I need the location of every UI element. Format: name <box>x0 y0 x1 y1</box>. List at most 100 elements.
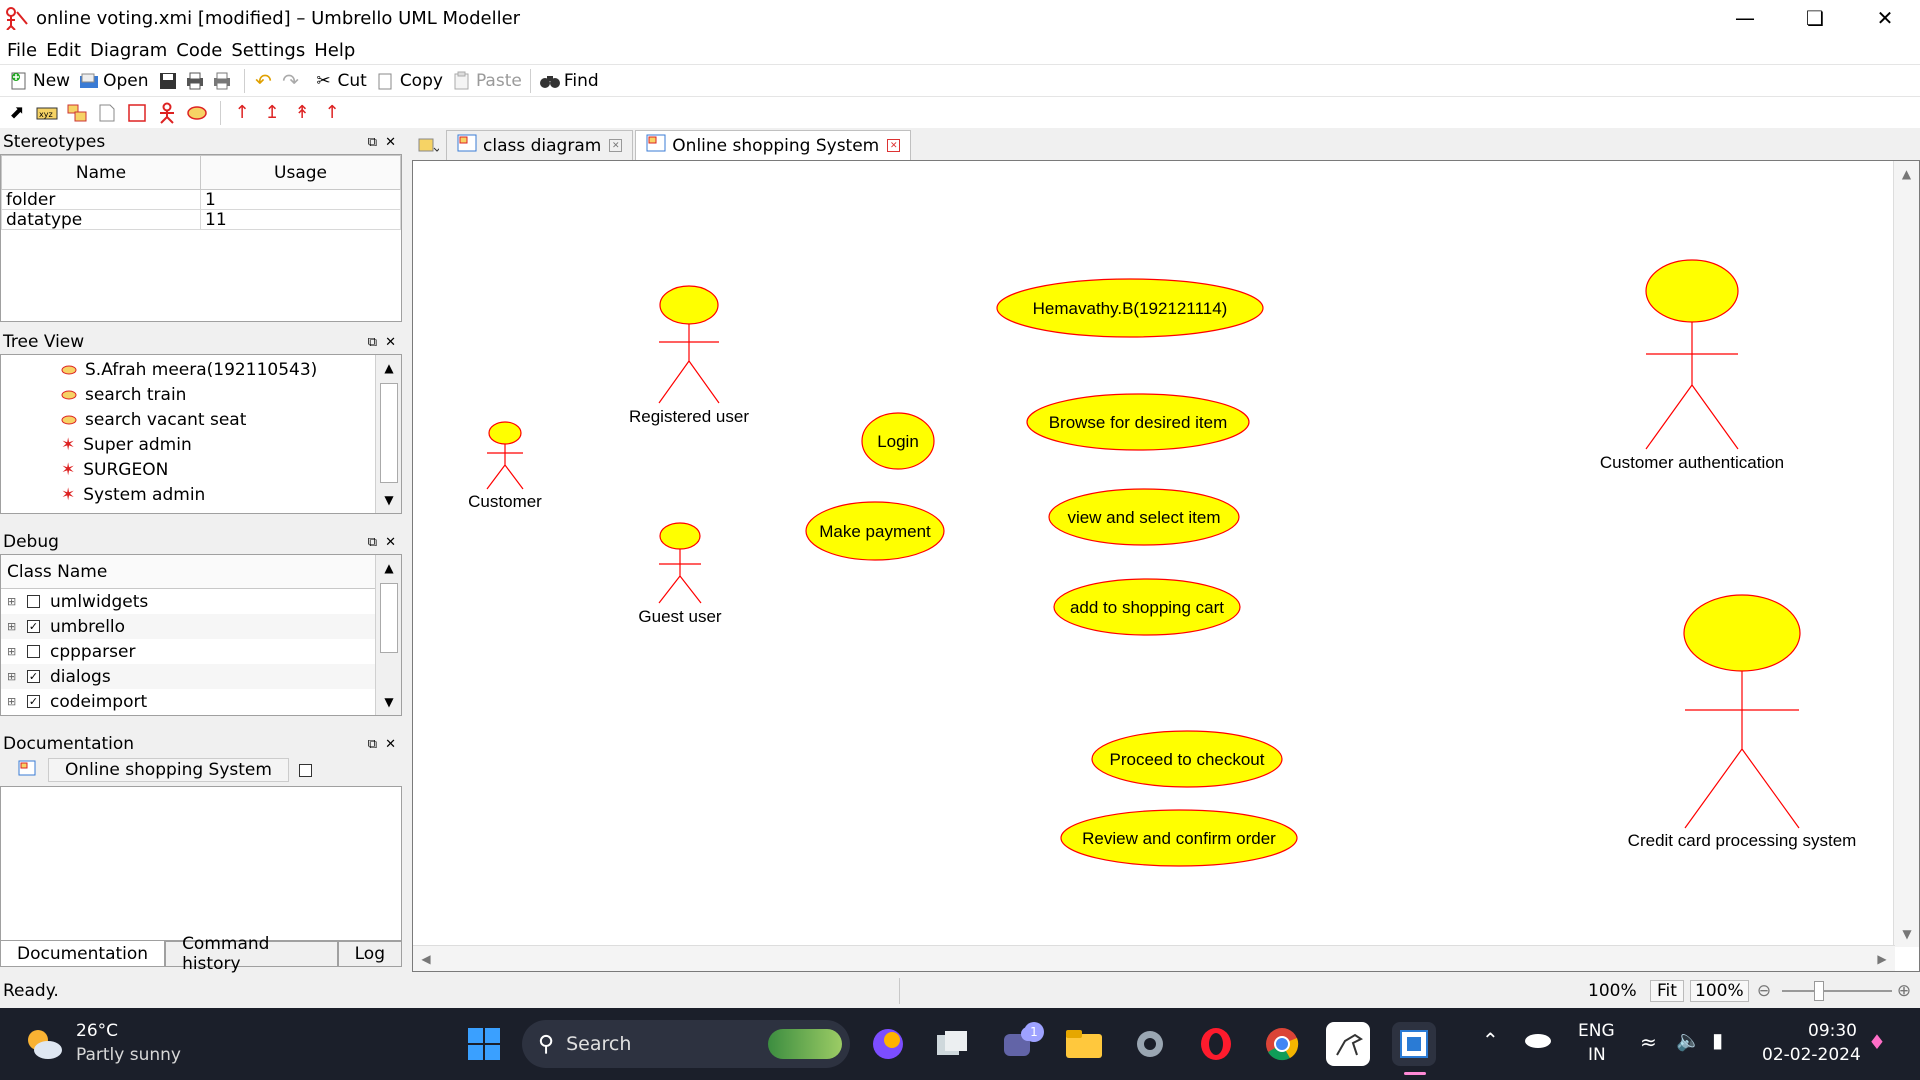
clock-time[interactable]: 09:30 <box>1808 1021 1857 1041</box>
tree-item[interactable]: search train <box>61 382 401 407</box>
debug-scrollbar[interactable]: ▲ ▼ <box>375 555 401 715</box>
actor-guest-user[interactable]: Guest user <box>638 522 722 626</box>
usecase-login[interactable]: Login <box>861 412 935 470</box>
undo-button[interactable]: ↶ <box>253 69 278 93</box>
restore-button[interactable]: ❏ <box>1806 6 1824 30</box>
close-icon[interactable]: ✕ <box>385 534 396 550</box>
onedrive-cloud-icon[interactable] <box>1524 1030 1552 1053</box>
list-item[interactable]: ⊞✓umbrello <box>1 614 401 639</box>
scroll-up-icon[interactable]: ▲ <box>1901 167 1912 181</box>
expand-icon[interactable]: ⊞ <box>7 595 17 608</box>
table-row[interactable]: folder 1 <box>1 189 401 210</box>
documentation-text-area[interactable] <box>0 786 402 941</box>
close-tab-icon[interactable]: ✕ <box>609 139 623 152</box>
redo-button[interactable]: ↷ <box>280 69 305 93</box>
column-header-name[interactable]: Name <box>1 155 201 190</box>
tab-log[interactable]: Log <box>337 941 402 967</box>
paste-button[interactable]: Paste <box>451 70 522 92</box>
menu-diagram[interactable]: Diagram <box>89 39 168 61</box>
tab-documentation[interactable]: Documentation <box>0 941 166 967</box>
new-tab-icon[interactable] <box>410 130 446 160</box>
checkbox[interactable]: ✓ <box>27 620 40 633</box>
close-button[interactable]: ✕ <box>1876 6 1894 30</box>
float-icon[interactable]: ⧉ <box>367 134 378 150</box>
actor-credit-card-processing-system[interactable]: Credit card processing system <box>1628 594 1857 850</box>
clock-date[interactable]: 02-02-2024 <box>1762 1045 1861 1065</box>
scroll-down-icon[interactable]: ▼ <box>1902 927 1912 941</box>
scroll-right-icon[interactable]: ▶ <box>1877 952 1887 966</box>
tree-item[interactable]: ✶SURGEON <box>61 459 169 480</box>
wifi-icon[interactable]: ≈ <box>1640 1030 1657 1054</box>
print-preview-button[interactable] <box>211 70 236 92</box>
list-item[interactable]: ⊞✓codeimport <box>7 691 148 712</box>
tab-class-diagram[interactable]: class diagram ✕ <box>446 130 634 160</box>
checkbox[interactable]: ✓ <box>27 670 40 683</box>
minimize-button[interactable]: — <box>1735 6 1755 30</box>
close-icon[interactable]: ✕ <box>385 134 396 150</box>
float-icon[interactable]: ⧉ <box>367 334 378 350</box>
tree-item[interactable]: ✶Super admin <box>61 434 192 455</box>
notification-bell-icon[interactable]: ♦ <box>1868 1030 1886 1054</box>
box-note-icon[interactable] <box>64 100 90 126</box>
file-explorer-icon[interactable] <box>1062 1022 1106 1066</box>
list-item[interactable]: ⊞umlwidgets <box>7 591 149 612</box>
expand-icon[interactable]: ⊞ <box>7 620 17 633</box>
cut-button[interactable]: ✂ Cut <box>313 70 366 92</box>
new-button[interactable]: New <box>8 70 70 92</box>
dinosaur-app-icon[interactable] <box>1326 1022 1370 1066</box>
zoom-slider[interactable] <box>1782 990 1892 992</box>
checkbox[interactable]: ✓ <box>27 695 40 708</box>
scroll-up-icon[interactable]: ▲ <box>384 561 394 575</box>
tree-scrollbar[interactable]: ▲ ▼ <box>375 355 401 513</box>
zoom-100-button[interactable]: 100% <box>1690 980 1749 1002</box>
tree-item[interactable]: search vacant seat <box>61 407 401 432</box>
menu-help[interactable]: Help <box>314 39 356 61</box>
usecase-tool-icon[interactable] <box>184 100 210 126</box>
actor-customer[interactable]: Customer <box>468 421 542 511</box>
note-icon[interactable] <box>94 100 120 126</box>
menu-file[interactable]: File <box>7 39 38 61</box>
tree-item[interactable]: ✶System admin <box>61 484 206 505</box>
settings-gear-icon[interactable] <box>1128 1022 1172 1066</box>
expand-icon[interactable]: ⊞ <box>7 695 17 708</box>
copy-button[interactable]: Copy <box>375 70 443 92</box>
menu-code[interactable]: Code <box>176 39 223 61</box>
language-eng[interactable]: ENG <box>1578 1021 1615 1041</box>
close-tab-icon[interactable]: ✕ <box>887 139 901 152</box>
task-view-icon[interactable] <box>930 1022 974 1066</box>
rectangle-icon[interactable] <box>124 100 150 126</box>
scroll-thumb[interactable] <box>380 583 398 653</box>
usecase-proceed-to-checkout[interactable]: Proceed to checkout <box>1091 730 1283 788</box>
documentation-checkbox[interactable] <box>298 763 312 777</box>
taskbar-search[interactable]: ⚲ Search <box>522 1020 850 1068</box>
anchor-arrow-icon[interactable]: ↑ <box>324 102 340 123</box>
opera-icon[interactable] <box>1194 1022 1238 1066</box>
zoom-in-icon[interactable]: ⊕ <box>1896 981 1912 1001</box>
zoom-slider-handle[interactable] <box>1814 981 1824 1001</box>
battery-icon[interactable]: ▮ <box>1712 1028 1724 1052</box>
float-icon[interactable]: ⧉ <box>367 534 378 550</box>
list-item[interactable]: ⊞cppparser <box>7 641 136 662</box>
menu-edit[interactable]: Edit <box>46 39 81 61</box>
usecase-add-to-cart[interactable]: add to shopping cart <box>1053 578 1241 636</box>
volume-icon[interactable]: 🔈 <box>1676 1028 1701 1052</box>
close-icon[interactable]: ✕ <box>385 736 396 752</box>
diagram-name-field[interactable]: Online shopping System <box>48 758 289 782</box>
chevron-up-icon[interactable]: ⌃ <box>1482 1028 1499 1052</box>
column-header-usage[interactable]: Usage <box>200 155 401 190</box>
weather-icon[interactable] <box>24 1024 64 1064</box>
umbrello-taskbar-icon[interactable] <box>1392 1022 1436 1066</box>
zoom-out-icon[interactable]: ⊖ <box>1756 981 1772 1001</box>
print-button[interactable] <box>184 70 209 92</box>
float-icon[interactable]: ⧉ <box>367 736 378 752</box>
tab-online-shopping-system[interactable]: Online shopping System ✕ <box>635 130 912 160</box>
copilot-icon[interactable] <box>866 1022 910 1066</box>
usecase-make-payment[interactable]: Make payment <box>805 501 945 561</box>
canvas-vertical-scrollbar[interactable]: ▲ ▼ <box>1893 161 1919 947</box>
language-in[interactable]: IN <box>1588 1045 1606 1065</box>
dependency-arrow-icon[interactable]: ↥ <box>264 102 280 123</box>
expand-icon[interactable]: ⊞ <box>7 670 17 683</box>
tree-item[interactable]: S.Afrah meera(192110543) <box>61 357 401 382</box>
start-windows-icon[interactable] <box>462 1022 506 1066</box>
checkbox[interactable] <box>27 645 40 658</box>
